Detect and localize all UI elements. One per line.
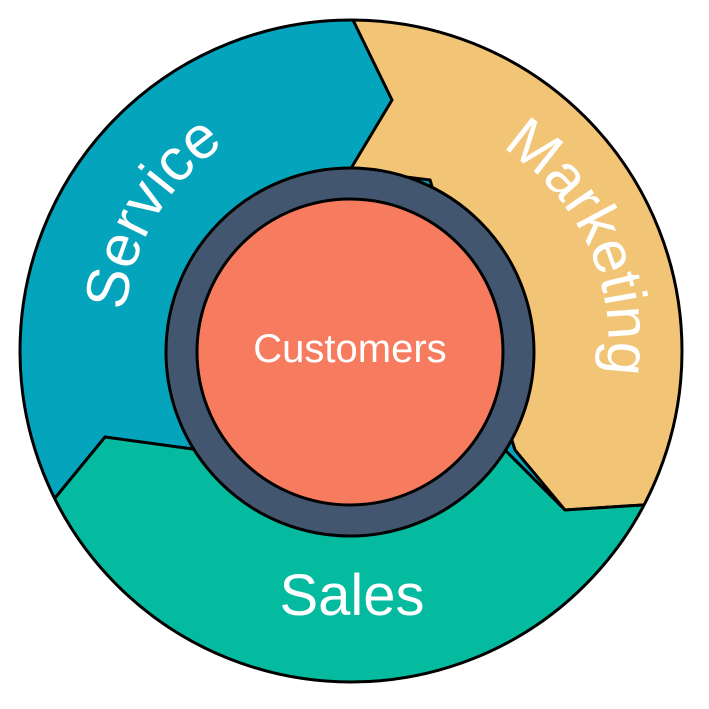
- center-circle: [195, 197, 505, 507]
- center-label: Customers: [253, 327, 446, 371]
- outer-ring-outline: [18, 18, 684, 684]
- sales-label: Sales: [279, 563, 424, 628]
